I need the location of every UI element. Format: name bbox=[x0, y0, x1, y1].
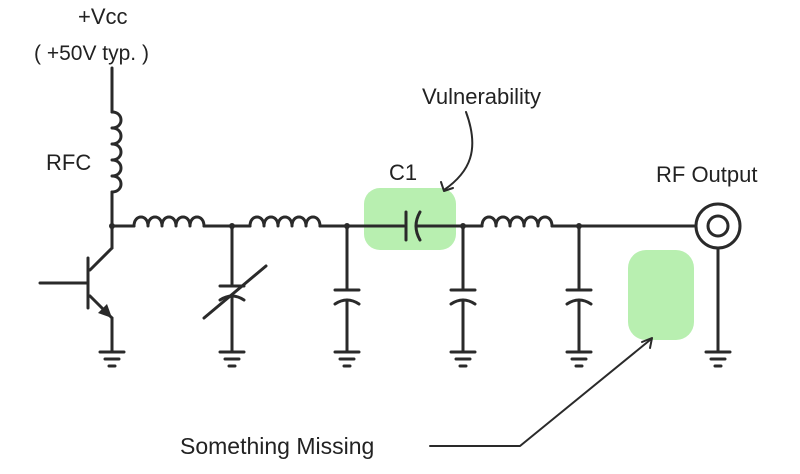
ground-symbol bbox=[98, 350, 126, 368]
ground-symbol bbox=[449, 350, 477, 368]
vcc-note-label: ( +50V typ. ) bbox=[34, 42, 149, 65]
something-missing-label: Something Missing bbox=[180, 433, 374, 459]
rf-output-connector-outer bbox=[694, 202, 742, 250]
vulnerability-highlight bbox=[364, 188, 456, 250]
ground-symbol bbox=[565, 350, 593, 368]
ground-symbols bbox=[98, 350, 732, 368]
vulnerability-arrowhead bbox=[440, 181, 454, 192]
vulnerability-label: Vulnerability bbox=[422, 84, 541, 109]
junction-dots bbox=[109, 223, 582, 229]
something-missing-arrowhead bbox=[641, 337, 653, 349]
rfc-inductor bbox=[110, 110, 123, 194]
c1-label: C1 bbox=[389, 160, 417, 185]
vcc-label: +Vcc bbox=[78, 4, 128, 29]
something-missing-arrow bbox=[429, 339, 651, 447]
junction-dot bbox=[460, 223, 466, 229]
missing-component-highlight bbox=[628, 250, 694, 340]
ground-symbol bbox=[218, 350, 246, 368]
junction-dot bbox=[344, 223, 350, 229]
junction-dot bbox=[109, 223, 115, 229]
rf-output-connector-inner bbox=[706, 214, 730, 238]
vulnerability-arrow bbox=[443, 111, 474, 191]
junction-dot bbox=[576, 223, 582, 229]
series-inductor-2 bbox=[248, 215, 322, 228]
series-inductor-3 bbox=[480, 215, 554, 228]
rf-output-label: RF Output bbox=[656, 162, 757, 187]
junction-dot bbox=[229, 223, 235, 229]
transistor-emitter-arrow bbox=[98, 304, 112, 318]
series-inductor-1 bbox=[132, 215, 206, 228]
transistor-collector bbox=[88, 246, 114, 272]
rfc-label: RFC bbox=[46, 150, 91, 175]
ground-symbol bbox=[704, 350, 732, 368]
ground-symbol bbox=[333, 350, 361, 368]
variable-cap-arrow bbox=[202, 264, 268, 320]
